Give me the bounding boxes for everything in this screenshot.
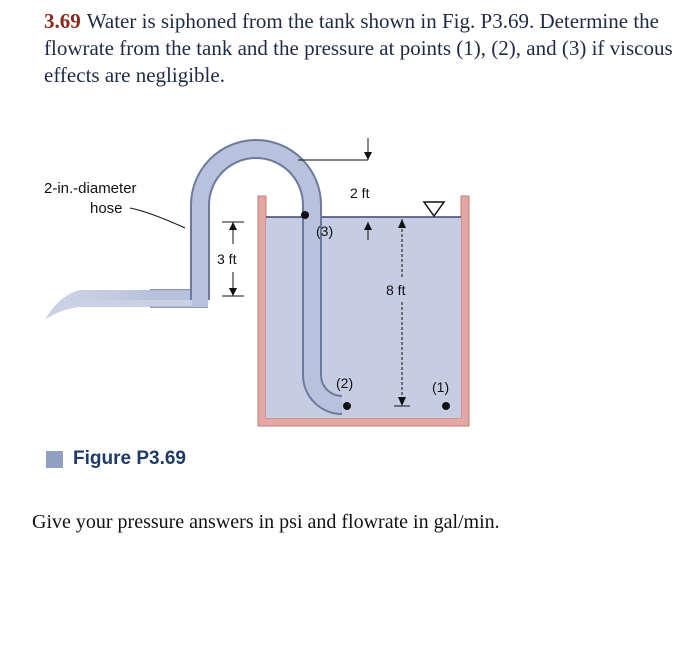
dimension-3ft: 3 ft — [217, 221, 244, 297]
hose-leader-line — [129, 207, 186, 229]
dimension-2ft: 2 ft — [298, 138, 372, 240]
figure-caption-text: Figure P3.69 — [73, 448, 186, 469]
dimension-8ft-label: 8 ft — [386, 282, 406, 298]
point-1-marker — [442, 402, 450, 410]
tank — [257, 195, 470, 427]
dimension-2ft-label: 2 ft — [350, 185, 370, 201]
point-3-label: (3) — [316, 223, 333, 239]
siphon-figure: 2-in.-diameter hose 3 ft 2 ft 8 ft (3) (… — [44, 138, 470, 427]
answer-instruction: Give your pressure answers in psi and fl… — [32, 511, 500, 533]
dimension-8ft: 8 ft — [386, 219, 410, 407]
problem-text: Water is siphoned from the tank shown in… — [44, 9, 673, 87]
point-3-marker — [301, 211, 309, 219]
point-2-marker — [343, 402, 351, 410]
free-surface-symbol — [422, 201, 446, 218]
tank-water — [266, 217, 461, 418]
hose-label-line2: hose — [90, 200, 123, 217]
caption-square-icon — [46, 450, 63, 468]
figure-caption: Figure P3.69 — [46, 448, 186, 470]
hose-label-line1: 2-in.-diameter — [44, 180, 137, 197]
point-2-label: (2) — [336, 375, 353, 391]
point-1-label: (1) — [432, 379, 449, 395]
problem-number: 3.69 — [44, 9, 81, 33]
dimension-3ft-label: 3 ft — [217, 251, 237, 267]
